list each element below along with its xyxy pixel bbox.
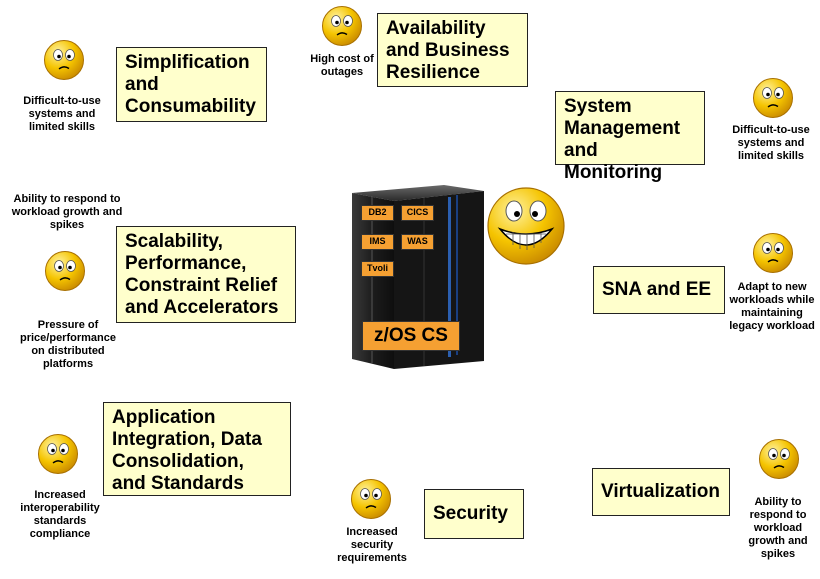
theme-app-integration: Application Integration, Data Consolidat… bbox=[103, 402, 291, 496]
theme-app-integration-label: Application Integration, Data Consolidat… bbox=[112, 407, 262, 494]
theme-sna-ee-label: SNA and EE bbox=[602, 279, 712, 300]
theme-virtualization: Virtualization bbox=[592, 468, 730, 516]
worried-smiley-icon bbox=[44, 250, 86, 292]
theme-virtualization-label: Virtualization bbox=[601, 481, 720, 502]
concern-caption: Adapt to new workloads while maintaining… bbox=[729, 281, 815, 332]
concern-caption: Ability to respond to workload growth an… bbox=[11, 193, 123, 231]
theme-security: Security bbox=[424, 489, 524, 539]
concern-caption: Ability to respond to workload growth an… bbox=[748, 496, 808, 560]
theme-availability-label: Availability and Business Resilience bbox=[386, 18, 510, 83]
platform-label: z/OS CS bbox=[362, 321, 460, 351]
theme-system-management: System Management and Monitoring bbox=[555, 91, 705, 183]
theme-simplification-label: Simplification and Consumability bbox=[125, 52, 256, 117]
worried-smiley-icon bbox=[752, 232, 794, 274]
theme-scalability: Scalability, Performance, Constraint Rel… bbox=[116, 226, 296, 323]
concern-caption: Increased security requirements bbox=[337, 526, 407, 564]
concern-caption: Difficult-to-use systems and limited ski… bbox=[732, 124, 810, 162]
concern-caption: Pressure of price/performance on distrib… bbox=[20, 319, 116, 370]
tag-db2: DB2 bbox=[361, 205, 394, 221]
worried-smiley-icon bbox=[350, 478, 392, 520]
theme-scalability-label: Scalability, Performance, Constraint Rel… bbox=[125, 231, 279, 318]
tag-cics: CICS bbox=[401, 205, 434, 221]
worried-smiley-icon bbox=[37, 433, 79, 475]
theme-simplification: Simplification and Consumability bbox=[116, 47, 267, 122]
concern-caption: Difficult-to-use systems and limited ski… bbox=[23, 95, 101, 133]
worried-smiley-icon bbox=[321, 5, 363, 47]
tag-tivoli: Tvoli bbox=[361, 261, 394, 277]
theme-sna-ee: SNA and EE bbox=[593, 266, 725, 314]
tag-was: WAS bbox=[401, 234, 434, 250]
tag-ims: IMS bbox=[361, 234, 394, 250]
worried-smiley-icon bbox=[43, 39, 85, 81]
concern-caption: Increased interoperability standards com… bbox=[20, 489, 100, 540]
big-grin-smiley-icon bbox=[486, 185, 566, 267]
theme-system-management-label: System Management and Monitoring bbox=[564, 96, 681, 183]
theme-security-label: Security bbox=[433, 503, 508, 524]
worried-smiley-icon bbox=[758, 438, 800, 480]
worried-smiley-icon bbox=[752, 77, 794, 119]
concern-caption: High cost of outages bbox=[310, 53, 374, 78]
theme-availability: Availability and Business Resilience bbox=[377, 13, 528, 87]
